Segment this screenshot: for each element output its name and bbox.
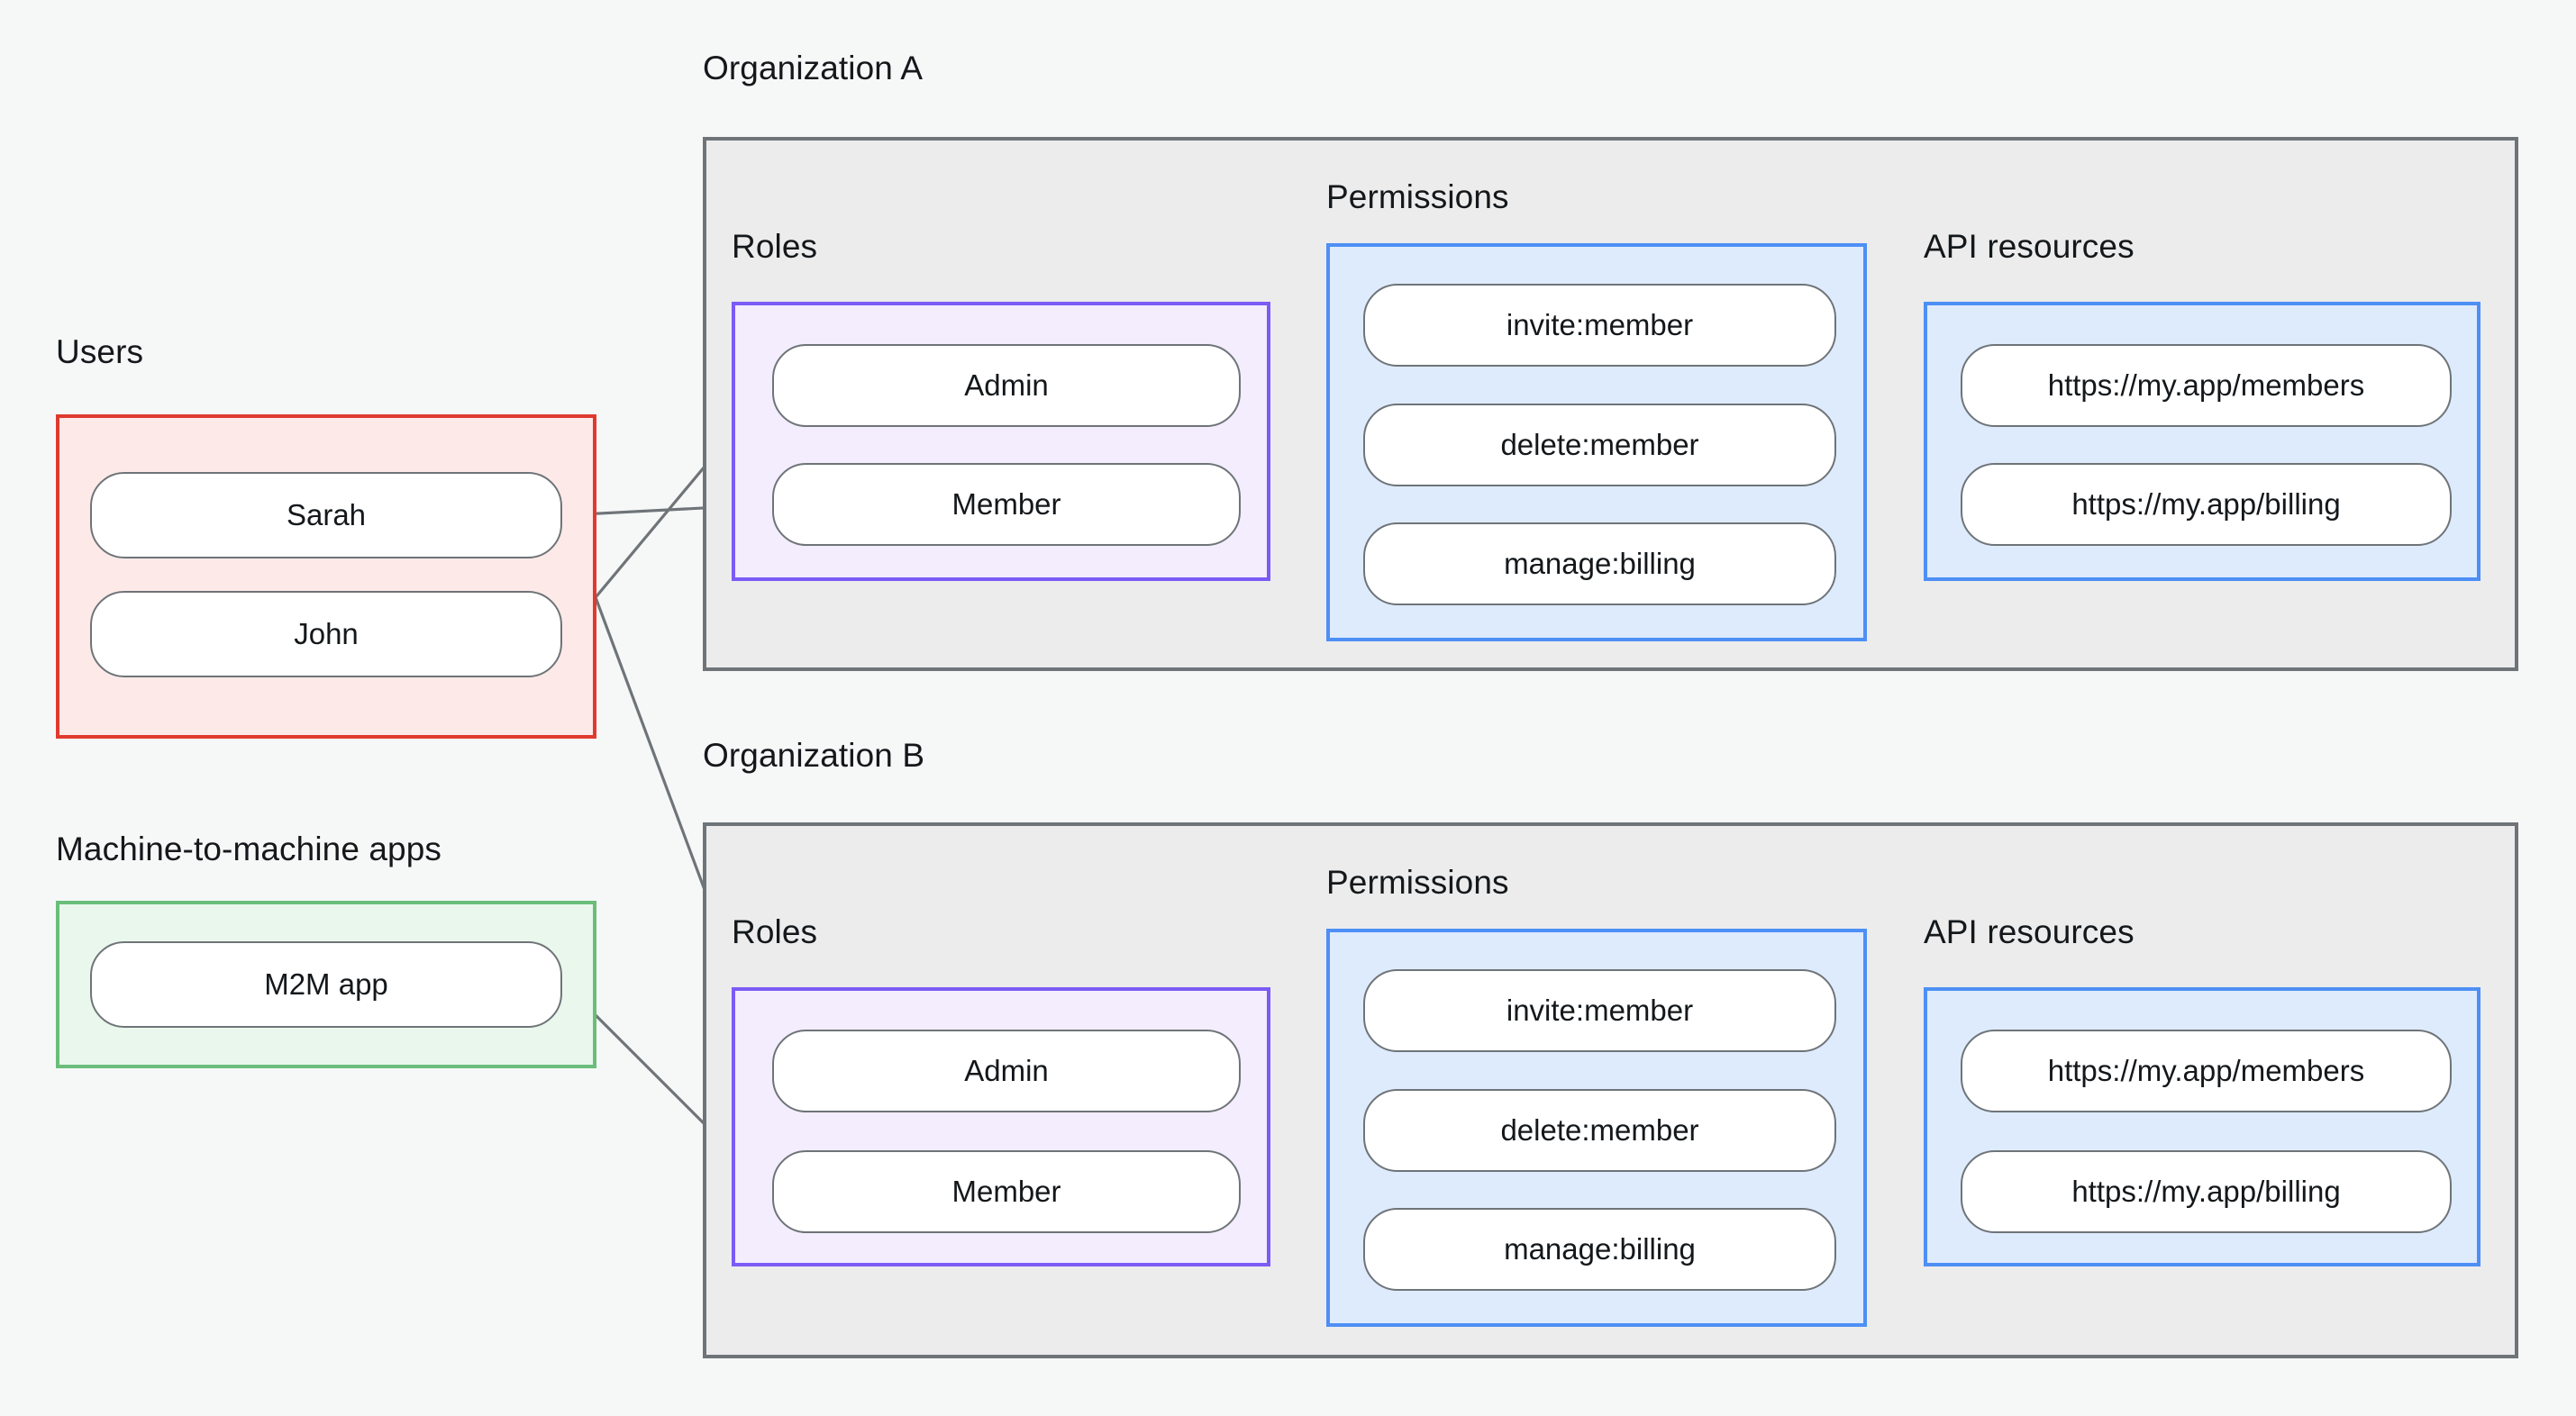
org-b-roles-label: Roles — [732, 913, 818, 950]
org-a-permission-invite-member[interactable]: invite:member — [1363, 284, 1836, 367]
m2m-node-app[interactable]: M2M app — [90, 941, 562, 1028]
org-a-permissions-label: Permissions — [1326, 178, 1509, 215]
org-a-label: Organization A — [703, 50, 924, 86]
org-b-api-resource-billing[interactable]: https://my.app/billing — [1961, 1150, 2452, 1233]
org-b-permission-invite-member[interactable]: invite:member — [1363, 969, 1836, 1052]
org-b-role-member[interactable]: Member — [772, 1150, 1241, 1233]
user-node-sarah[interactable]: Sarah — [90, 472, 562, 558]
users-box — [56, 414, 596, 739]
org-b-label: Organization B — [703, 737, 925, 774]
org-a-roles-label: Roles — [732, 228, 818, 265]
org-b-permission-delete-member[interactable]: delete:member — [1363, 1089, 1836, 1172]
org-a-role-member[interactable]: Member — [772, 463, 1241, 546]
users-group-label: Users — [56, 333, 144, 370]
org-b-api-resource-members[interactable]: https://my.app/members — [1961, 1030, 2452, 1112]
user-node-john[interactable]: John — [90, 591, 562, 677]
org-b-permission-manage-billing[interactable]: manage:billing — [1363, 1208, 1836, 1291]
org-a-api-label: API resources — [1924, 228, 2135, 265]
org-a-permission-manage-billing[interactable]: manage:billing — [1363, 522, 1836, 605]
org-a-role-admin[interactable]: Admin — [772, 344, 1241, 427]
org-b-api-label: API resources — [1924, 913, 2135, 950]
m2m-group-label: Machine-to-machine apps — [56, 831, 442, 867]
org-b-role-admin[interactable]: Admin — [772, 1030, 1241, 1112]
org-a-api-resource-members[interactable]: https://my.app/members — [1961, 344, 2452, 427]
org-a-permission-delete-member[interactable]: delete:member — [1363, 404, 1836, 486]
org-a-api-resource-billing[interactable]: https://my.app/billing — [1961, 463, 2452, 546]
org-b-permissions-label: Permissions — [1326, 864, 1509, 901]
